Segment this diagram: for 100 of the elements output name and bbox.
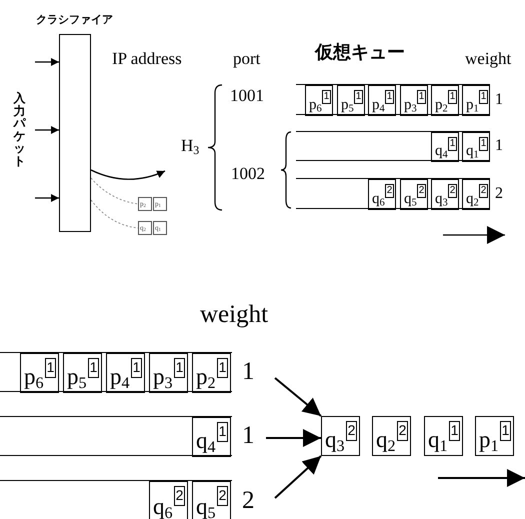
packet-box: [400, 179, 428, 210]
weight-label: 1: [242, 422, 254, 450]
packet-box: [192, 417, 231, 457]
packet-box: [368, 85, 396, 116]
packet-label: q$_{5}$: [404, 192, 417, 207]
packet-box: [431, 85, 459, 116]
packet-label: q$_{3}$: [435, 192, 448, 207]
number-box: 1: [322, 90, 331, 104]
packet-label: p$_{1}$: [479, 428, 499, 451]
packet-label: p$_{4}$: [372, 98, 385, 113]
packet-box: [462, 132, 490, 162]
packet-box: [462, 179, 490, 210]
host-label: H$_{3}$: [181, 137, 200, 156]
arrow: [274, 377, 322, 417]
column-heading: 仮想キュー: [315, 43, 405, 63]
packet-box: [106, 353, 145, 393]
weight-label: 2: [242, 487, 254, 514]
packet-box: [321, 416, 360, 456]
queue-channel: [0, 480, 232, 519]
packet-box: [368, 179, 396, 210]
number-box: 2: [217, 486, 228, 506]
number-box: 1: [131, 358, 142, 378]
number-box: 1: [449, 421, 460, 441]
queue-channel: [0, 416, 232, 456]
queue-channel: [296, 178, 490, 209]
leader-line: [90, 200, 138, 228]
arrow: [35, 194, 59, 202]
queue-channel: [296, 131, 490, 161]
weight-label: 1: [242, 358, 254, 386]
packet-box: [192, 481, 231, 519]
packet-label: p$_{5}$: [341, 98, 354, 113]
number-box: 1: [479, 90, 488, 104]
packet-label: q$_{4}$: [435, 144, 448, 159]
packet-box: [63, 353, 102, 393]
number-box: 1: [417, 90, 426, 104]
arrow: [35, 58, 59, 66]
packet-label: q$_{6}$: [153, 495, 173, 518]
packet-label: p$_{3}$: [404, 98, 417, 113]
packet-label: p$_{2}$: [196, 365, 216, 388]
packet-box: [149, 481, 188, 519]
packet-box: [372, 416, 411, 456]
packet-box: [462, 85, 490, 116]
column-heading: IP address: [112, 50, 182, 69]
column-heading: weight: [200, 301, 268, 328]
packet-label: p$_{1}$: [466, 98, 479, 113]
number-box: 1: [217, 358, 228, 378]
packet-label: q$_{4}$: [196, 429, 216, 452]
number-box: 1: [354, 90, 363, 104]
port-label: 1002: [231, 165, 265, 184]
packet-box: [192, 353, 231, 393]
number-box: 2: [448, 184, 457, 198]
number-box: 1: [448, 90, 457, 104]
arrow: [90, 169, 166, 180]
number-box: 2: [417, 184, 426, 198]
number-box: 2: [385, 184, 394, 198]
packet-box: [431, 179, 459, 210]
queue-channel: [296, 84, 490, 115]
number-box: 1: [88, 358, 99, 378]
side-label: 入力パケット: [13, 92, 26, 168]
weight-label: 1: [495, 90, 503, 108]
arrow: [274, 455, 322, 499]
number-box: 1: [217, 422, 228, 442]
leader-line: [90, 178, 138, 204]
number-box: 1: [448, 137, 457, 151]
packet-label: p$_{3}$: [153, 365, 173, 388]
packet-label: p$_{5}$: [67, 365, 87, 388]
classifier-title: クラシファイア: [36, 13, 113, 27]
packet-label: p$_{6}$: [24, 365, 44, 388]
packet-label: p$_{2}$: [435, 98, 448, 113]
packet-box: [305, 85, 333, 116]
packet-label: q$_{2}$: [466, 192, 479, 207]
weight-label: 1: [495, 137, 503, 155]
number-box: 1: [385, 90, 394, 104]
number-box: 2: [174, 486, 185, 506]
number-box: 1: [479, 137, 488, 151]
packet-label: p$_{6}$: [309, 98, 322, 113]
packet-box: [149, 353, 188, 393]
column-heading: weight: [465, 50, 512, 69]
packet-label: p$_{4}$: [110, 365, 130, 388]
packet-label: q$_{3}$: [325, 428, 345, 451]
packet-box: [424, 416, 463, 456]
packet-box: [337, 85, 365, 116]
number-box: 1: [500, 421, 511, 441]
arrow: [266, 429, 321, 447]
number-box: 2: [479, 184, 488, 198]
packet-box: [20, 353, 59, 393]
number-box: 2: [397, 421, 408, 441]
packet-label: q$_{1}$: [466, 144, 479, 159]
weight-label: 2: [495, 184, 503, 202]
queue-channel: [0, 352, 232, 392]
number-box: 1: [45, 358, 56, 378]
number-box: 2: [346, 421, 357, 441]
packet-label: q$_{2}$: [376, 428, 396, 451]
packet-label: q$_{1}$: [428, 428, 448, 451]
number-box: 1: [174, 358, 185, 378]
packet-box: [431, 132, 459, 162]
port-label: 1001: [230, 87, 264, 106]
packet-label: q$_{6}$: [372, 192, 385, 207]
column-heading: port: [233, 50, 260, 69]
packet-box: [400, 85, 428, 116]
